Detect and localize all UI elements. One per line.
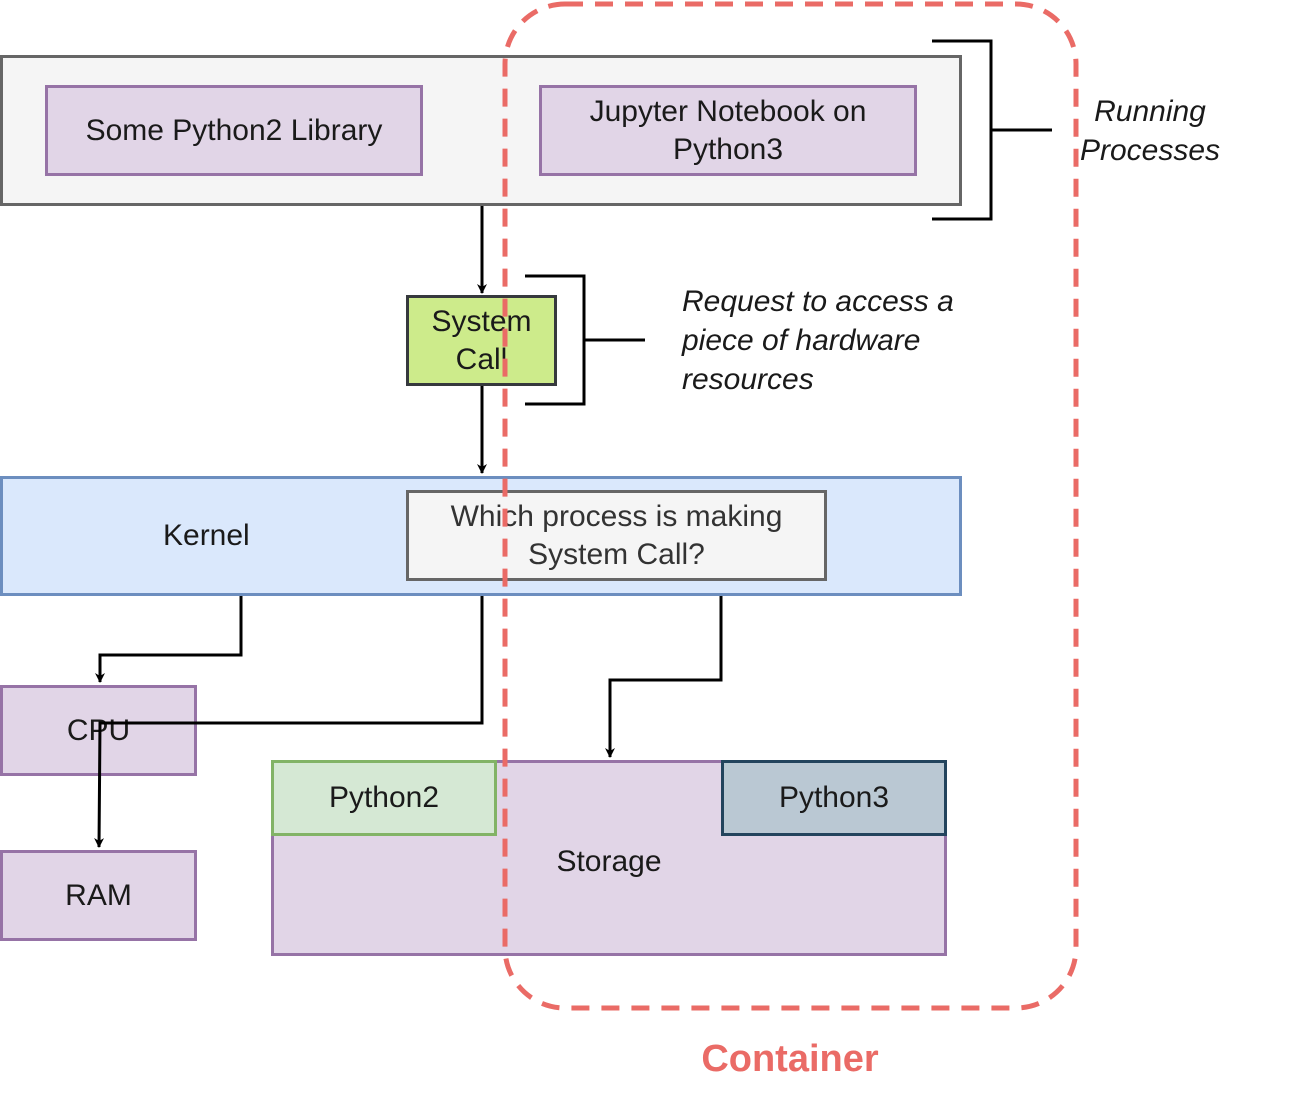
arrow-kernel-to-storage — [605, 596, 723, 758]
running-processes-note: Running Processes — [1079, 95, 1221, 167]
jupyter-notebook-label: Jupyter Notebook on Python3 — [589, 94, 867, 166]
kernel-question-box: Which process is making System Call? — [406, 490, 827, 581]
jupyter-notebook-box: Jupyter Notebook on Python3 — [539, 85, 917, 176]
python2-library-box: Some Python2 Library — [45, 85, 423, 176]
ram-box: RAM — [0, 850, 197, 941]
python3-storage-box: Python3 — [721, 760, 947, 836]
container-label: Container — [701, 1038, 879, 1080]
cpu-label: CPU — [66, 713, 131, 747]
system-call-box: System Call — [406, 295, 557, 386]
cpu-box: CPU — [0, 685, 197, 776]
kernel-question-label: Which process is making System Call? — [450, 499, 783, 571]
ram-label: RAM — [65, 878, 132, 912]
request-note: Request to access a piece of hardware re… — [682, 285, 954, 396]
arrow-kernel-to-cpu — [95, 596, 243, 683]
python2-storage-box: Python2 — [271, 760, 497, 836]
python3-storage-label: Python3 — [778, 781, 890, 814]
python2-library-label: Some Python2 Library — [85, 113, 383, 147]
system-call-label: System Call — [431, 304, 532, 376]
python2-storage-label: Python2 — [328, 781, 440, 814]
storage-label: Storage — [556, 845, 662, 878]
kernel-label: Kernel — [163, 519, 250, 552]
